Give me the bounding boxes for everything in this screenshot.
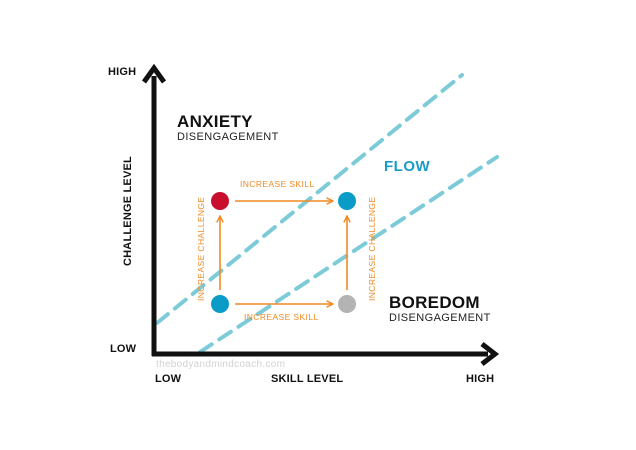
y-axis-title: CHALLENGE LEVEL <box>122 156 134 266</box>
x-axis-title: SKILL LEVEL <box>271 373 344 385</box>
increase-skill-bottom-label: INCREASE SKILL <box>244 312 319 322</box>
anxiety-subtitle: DISENGAGEMENT <box>177 131 279 143</box>
state-dot-red <box>211 192 229 210</box>
y-axis-high-label: HIGH <box>108 66 137 78</box>
x-axis-high-label: HIGH <box>466 373 495 385</box>
increase-skill-top-label: INCREASE SKILL <box>240 179 315 189</box>
boredom-title: BOREDOM <box>389 293 480 312</box>
boredom-subtitle: DISENGAGEMENT <box>389 312 491 324</box>
state-dot-gray <box>338 295 356 313</box>
state-dot-blue-top <box>338 192 356 210</box>
anxiety-title: ANXIETY <box>177 112 253 131</box>
flow-lower-boundary <box>198 155 499 354</box>
x-axis-low-label: LOW <box>155 373 182 385</box>
flow-title: FLOW <box>384 158 431 175</box>
x-axis-arrowhead-icon <box>480 342 500 366</box>
y-axis-low-label: LOW <box>110 343 137 355</box>
increase-challenge-right-label: INCREASE CHALLENGE <box>367 196 377 301</box>
watermark: thebodyandmindcoach.com <box>156 359 286 370</box>
y-axis-arrowhead-icon <box>141 63 167 84</box>
state-dot-blue-bottom <box>211 295 229 313</box>
flow-upper-boundary <box>155 73 464 325</box>
increase-challenge-left-label: INCREASE CHALLENGE <box>196 196 206 301</box>
